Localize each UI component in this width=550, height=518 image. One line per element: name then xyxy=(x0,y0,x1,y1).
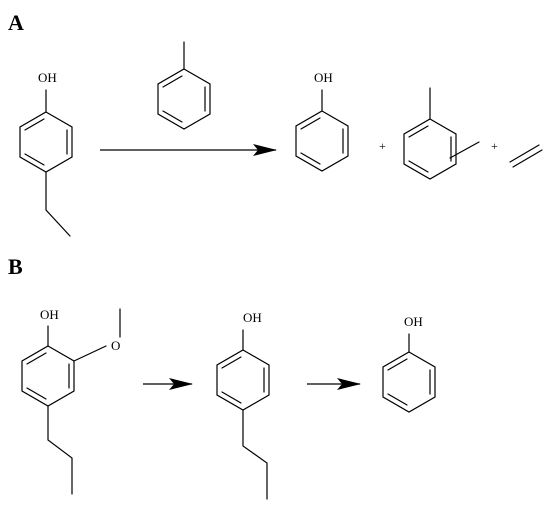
molecule-toluene-reagent xyxy=(157,41,211,130)
ring-double-bonds xyxy=(221,356,265,404)
benzene-ring xyxy=(403,118,457,180)
hydroxyl-label: OH xyxy=(314,70,333,85)
benzene-ring xyxy=(295,110,349,172)
plus-sign: + xyxy=(379,139,386,153)
benzene-ring xyxy=(216,349,270,411)
panel-a-label: A xyxy=(8,10,24,35)
ring-double-bonds xyxy=(26,352,70,400)
molecule-4-propylguaiacol: OH O xyxy=(21,307,121,495)
benzene-ring xyxy=(21,345,75,407)
ring-double-bonds xyxy=(24,118,68,166)
ethyl-chain xyxy=(45,171,71,237)
benzene-ring xyxy=(157,68,211,130)
hydroxyl-label: OH xyxy=(243,310,262,325)
molecule-4-propylphenol: OH xyxy=(216,310,270,500)
propyl-chain xyxy=(242,409,268,500)
molecule-4-ethylphenol: OH xyxy=(19,70,73,237)
bond-c-o xyxy=(73,345,107,362)
molecule-ethylene xyxy=(509,144,543,168)
ring-double-bonds xyxy=(162,75,206,123)
molecule-phenol: OH xyxy=(382,314,436,413)
plus-sign: + xyxy=(491,139,498,153)
hydroxyl-label: OH xyxy=(40,307,59,322)
methoxy-oxygen-label: O xyxy=(111,338,120,353)
hydroxyl-label: OH xyxy=(38,70,57,85)
molecule-phenol-product: OH xyxy=(295,70,349,172)
molecule-methylbenzene xyxy=(403,87,480,180)
propyl-chain xyxy=(47,405,73,495)
ring-double-bonds xyxy=(300,117,344,165)
benzene-ring xyxy=(19,111,73,173)
substituent-bond xyxy=(449,141,480,159)
panel-b-label: B xyxy=(8,254,23,279)
ring-double-bonds xyxy=(387,358,431,406)
double-bond xyxy=(509,144,543,168)
benzene-ring xyxy=(382,351,436,413)
hydroxyl-label: OH xyxy=(404,314,423,329)
ring-double-bonds xyxy=(408,125,452,173)
